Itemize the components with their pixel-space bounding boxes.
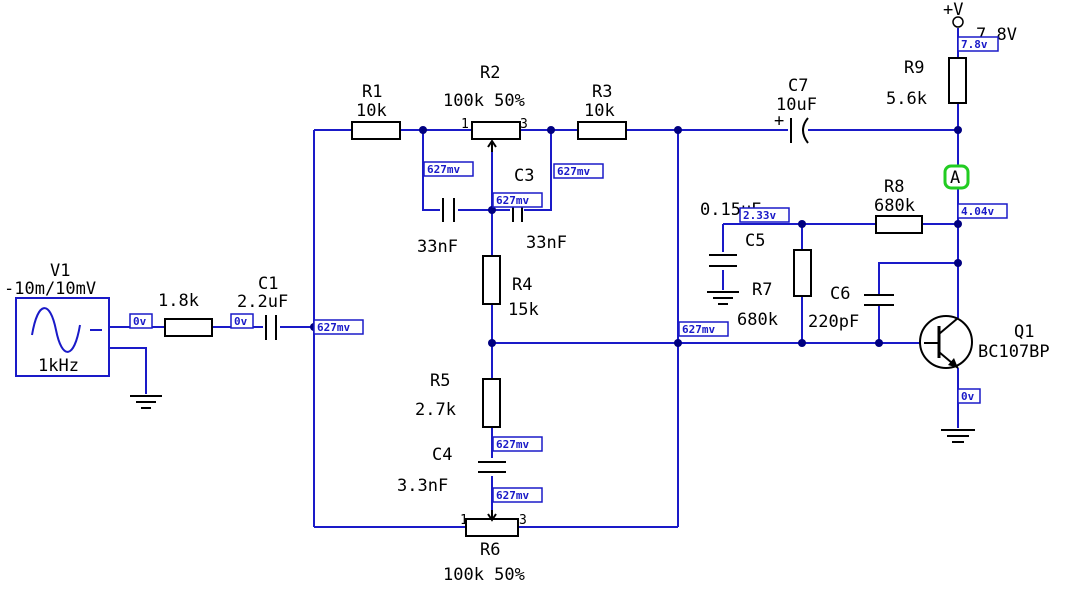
- r9-value: 5.6k: [886, 89, 927, 109]
- svg-text:627mv: 627mv: [557, 165, 590, 178]
- probe-r2-right[interactable]: 627mv: [553, 163, 604, 179]
- r8-value: 680k: [874, 196, 915, 216]
- svg-text:0v: 0v: [234, 315, 248, 328]
- q1-label: Q1: [1014, 322, 1034, 342]
- c3-value: 33nF: [526, 233, 567, 253]
- probe-r2-left[interactable]: 627mv: [423, 161, 474, 177]
- c6-capacitor[interactable]: [864, 294, 894, 306]
- probe-emitter[interactable]: 0v: [957, 388, 981, 404]
- svg-text:2.33v: 2.33v: [743, 209, 776, 222]
- c7-value: 10uF: [776, 95, 817, 115]
- r3-label: R3: [592, 82, 612, 102]
- svg-text:7.8v: 7.8v: [961, 38, 988, 51]
- c2-capacitor[interactable]: [442, 198, 455, 222]
- svg-text:4.04v: 4.04v: [961, 205, 994, 218]
- c3-label: C3: [514, 166, 534, 186]
- probe-vcc[interactable]: 7.8v: [957, 36, 999, 52]
- svg-text:627mv: 627mv: [427, 163, 460, 176]
- v1-label: V1: [50, 261, 70, 281]
- r1-resistor[interactable]: [351, 121, 401, 140]
- junction-dots: [310, 126, 962, 347]
- probe-r6-wiper[interactable]: 627mv: [492, 487, 543, 503]
- probe-r2-wiper[interactable]: 627mv: [492, 192, 543, 208]
- r9-resistor[interactable]: [948, 57, 967, 104]
- r8-resistor[interactable]: [875, 215, 923, 234]
- c1-value: 2.2uF: [237, 292, 288, 312]
- input-resistor[interactable]: [164, 318, 213, 337]
- r8-label: R8: [884, 177, 904, 197]
- ground-icon: [130, 395, 162, 409]
- r4-resistor[interactable]: [482, 255, 501, 305]
- r6-pin1: 1: [460, 513, 468, 528]
- input-resistor-value: 1.8k: [158, 291, 199, 311]
- r4-label: R4: [512, 275, 532, 295]
- r2-value: 100k 50%: [443, 91, 525, 111]
- c7-capacitor[interactable]: +: [774, 111, 809, 144]
- r2-pin1: 1: [461, 117, 469, 132]
- r6-label: R6: [480, 540, 500, 560]
- r3-resistor[interactable]: [577, 121, 627, 140]
- v1-frequency: 1kHz: [38, 356, 79, 376]
- svg-text:0v: 0v: [133, 315, 147, 328]
- svg-text:627mv: 627mv: [496, 194, 529, 207]
- probe-base[interactable]: 627mv: [678, 321, 729, 337]
- svg-text:627mv: 627mv: [496, 438, 529, 451]
- v1-value: -10m/10mV: [4, 279, 96, 299]
- probe-r5-bottom[interactable]: 627mv: [492, 436, 543, 452]
- svg-text:627mv: 627mv: [317, 321, 350, 334]
- node-a-marker[interactable]: A: [943, 164, 970, 190]
- r1-value: 10k: [356, 101, 387, 121]
- r2-potentiometer[interactable]: [471, 121, 521, 152]
- c4-capacitor[interactable]: [478, 461, 506, 473]
- c1-capacitor[interactable]: [265, 315, 277, 340]
- c6-value: 220pF: [808, 312, 859, 332]
- r7-resistor[interactable]: [793, 249, 812, 297]
- r1-label: R1: [362, 82, 382, 102]
- r6-pin3: 3: [519, 513, 527, 528]
- probe-c1-out[interactable]: 627mv: [313, 319, 364, 335]
- vcc-terminal[interactable]: [952, 16, 964, 28]
- vcc-label: +V: [943, 0, 963, 20]
- svg-text:627mv: 627mv: [496, 489, 529, 502]
- ground-icon: [941, 429, 975, 443]
- r2-pin3: 3: [520, 117, 528, 132]
- c1-label: C1: [258, 274, 278, 294]
- ground-icon: [707, 291, 739, 305]
- q1-transistor[interactable]: [919, 315, 973, 369]
- wires: [110, 28, 959, 528]
- r6-value: 100k 50%: [443, 565, 525, 585]
- probe-c1-in[interactable]: 0v: [230, 313, 254, 329]
- r2-label: R2: [480, 63, 500, 83]
- probe-v1-out[interactable]: 0v: [129, 313, 153, 329]
- r5-value: 2.7k: [415, 400, 456, 420]
- node-a-label: A: [950, 168, 960, 188]
- svg-text:0v: 0v: [961, 390, 975, 403]
- c5-capacitor[interactable]: [709, 254, 737, 267]
- r5-resistor[interactable]: [482, 378, 501, 428]
- c7-label: C7: [788, 76, 808, 96]
- r7-label: R7: [752, 280, 772, 300]
- r6-potentiometer[interactable]: [465, 510, 519, 537]
- probe-collector[interactable]: 4.04v: [957, 203, 1008, 219]
- c4-value: 3.3nF: [397, 476, 448, 496]
- c2-value: 33nF: [417, 237, 458, 257]
- r9-label: R9: [904, 58, 924, 78]
- r7-value: 680k: [737, 310, 778, 330]
- v1-source[interactable]: 1kHz: [15, 297, 110, 377]
- c4-label: C4: [432, 445, 452, 465]
- r4-value: 15k: [508, 300, 539, 320]
- probe-c5-node[interactable]: 2.33v: [739, 207, 790, 223]
- r3-value: 10k: [584, 101, 615, 121]
- c6-label: C6: [830, 284, 850, 304]
- c5-label: C5: [745, 231, 765, 251]
- q1-part: BC107BP: [978, 342, 1050, 362]
- r5-label: R5: [430, 371, 450, 391]
- svg-text:627mv: 627mv: [682, 323, 715, 336]
- c7-plus: +: [774, 111, 784, 131]
